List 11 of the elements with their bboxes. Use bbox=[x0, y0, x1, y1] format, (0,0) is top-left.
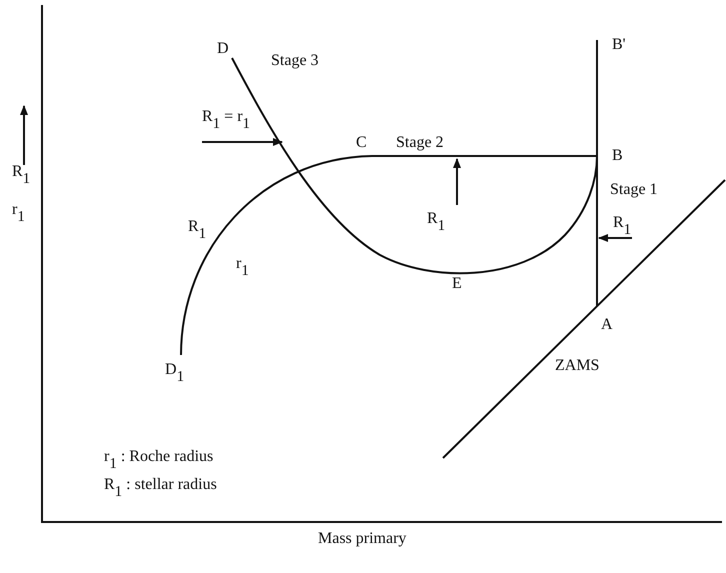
point-label: B bbox=[612, 147, 623, 165]
curve-label: ZAMS bbox=[555, 357, 600, 375]
point-label: E bbox=[452, 275, 462, 293]
stage-label: Stage 1 bbox=[610, 181, 658, 199]
stage-label: Stage 3 bbox=[271, 52, 319, 70]
point-label: D bbox=[217, 40, 229, 58]
axis-label: Mass primary bbox=[318, 530, 406, 548]
point-label: A bbox=[601, 316, 613, 334]
point-label: B' bbox=[612, 36, 626, 54]
stage-label: Stage 2 bbox=[396, 134, 444, 152]
point-label: C bbox=[356, 134, 367, 152]
